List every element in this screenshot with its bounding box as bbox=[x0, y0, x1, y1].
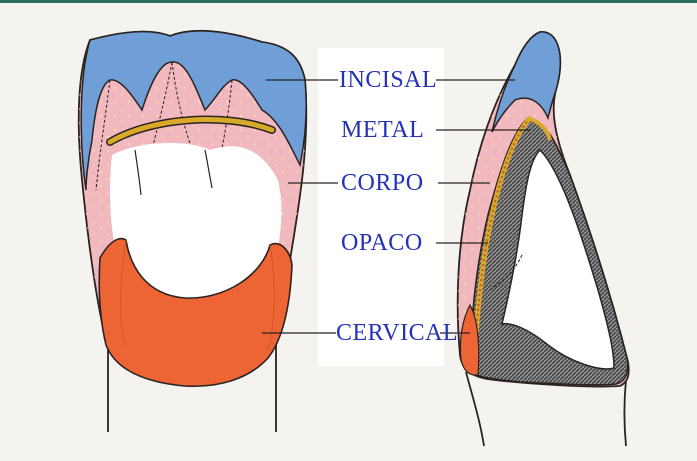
top-edge-line bbox=[0, 0, 697, 3]
side-view-tooth bbox=[458, 32, 629, 446]
label-cervical: CERVICAL bbox=[336, 321, 458, 345]
front-view-tooth bbox=[79, 31, 307, 432]
label-incisal: INCISAL bbox=[339, 68, 437, 92]
label-metal: METAL bbox=[341, 118, 424, 142]
label-panel bbox=[318, 48, 444, 366]
label-corpo: CORPO bbox=[341, 171, 424, 195]
label-opaco: OPACO bbox=[341, 231, 423, 255]
